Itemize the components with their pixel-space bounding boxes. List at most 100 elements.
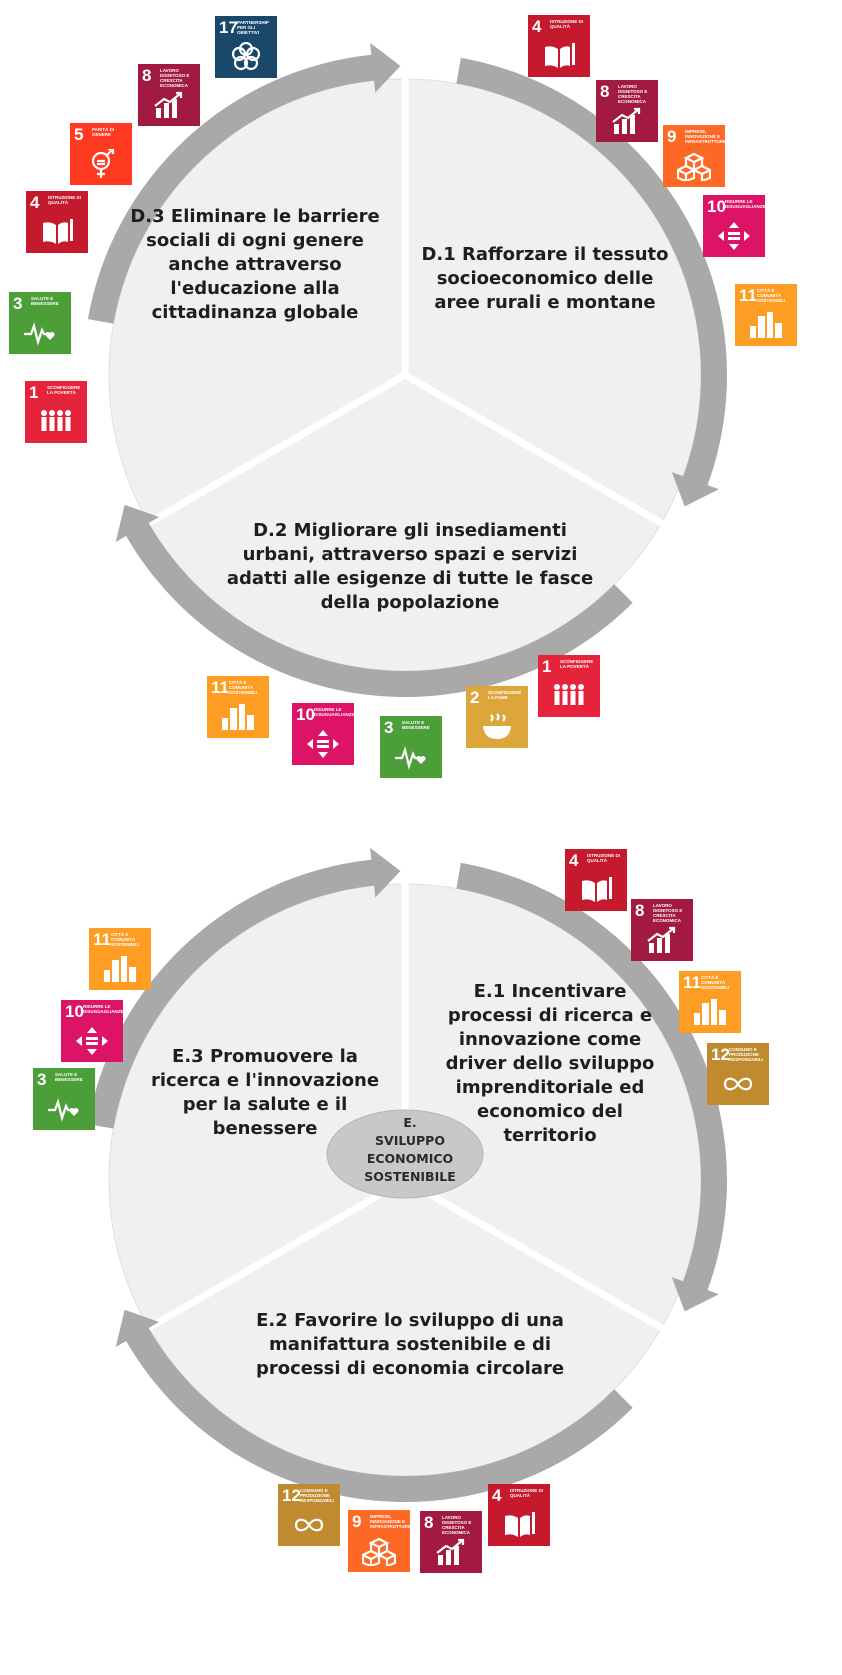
sdg-2-tile: 2Sconfiggere la fame [466,686,528,748]
objective-e2-line: manifattura sostenibile e di [269,1334,551,1355]
family-icon [41,410,71,431]
sdg-11-tile: 11Città e comunità sostenibili [735,284,797,346]
objective-e1-line: economico del [477,1101,623,1122]
bowl-icon [483,713,511,739]
sdg-number: 3 [13,294,23,313]
objective-d3-line: l'educazione alla [170,278,340,299]
objective-d2-line: D.2 Migliorare gli insediamenti [253,520,567,541]
sdg-number: 3 [37,1070,47,1089]
cycle-arrow [456,57,727,507]
sdg-number: 2 [470,688,480,707]
center-ellipse [326,1109,484,1199]
sdg-number: 17 [219,18,238,37]
objective-e1-line: driver dello sviluppo [445,1053,655,1074]
objective-d2-line: adatti alle esigenze di tutte le fasce [226,568,594,589]
cycle-arrow [115,504,633,697]
sdg-4-tile: 4Istruzione di qualità [488,1484,550,1546]
sdg-label: Sconfiggere la povertà [47,385,81,395]
heartbeat-icon [395,746,426,770]
sdg-number: 1 [542,657,552,676]
sdg-number: 8 [600,82,610,101]
diagram-d-rings [87,42,727,697]
sdg-1-tile: 1Sconfiggere la povertà [25,381,87,443]
objective-e2-line: E.2 Favorire lo sviluppo di una [256,1310,564,1331]
sdg-label: Città e comunità sostenibili [229,680,258,695]
objective-d3-line: cittadinanza globale [151,302,359,323]
growth-chart-icon [647,926,676,953]
sdg-label: Sconfiggere la povertà [560,659,594,669]
center-label-line: SOSTENIBILE [364,1169,456,1184]
sdg-11-tile: 11Città e comunità sostenibili [679,971,741,1033]
book-icon [505,1512,535,1537]
sdg-number: 4 [532,17,542,36]
sdg-label: Imprese, innovazione e infrastrutture [685,129,725,144]
sdg-label: Città e comunità sostenibili [111,932,140,947]
sdg-number: 4 [30,193,40,212]
sdg-label: Lavoro dignitoso e crescita economica [653,903,683,923]
sdg-8-tile: 8Lavoro dignitoso e crescita economica [138,64,200,126]
sdg-number: 8 [142,66,152,85]
sdg-label: Ridurre le disuguaglianze [725,199,765,209]
sdg-number: 11 [93,930,111,949]
objective-d2: D.2 Migliorare gli insediamenti urbani, a… [210,519,610,615]
sdg-number: 9 [667,127,677,146]
sdg-label: Consumo e produzione responsabili [300,1488,334,1503]
objective-d3-line: D.3 Eliminare le barriere [130,206,380,227]
city-icon [222,704,254,730]
sdg-3-tile: 3Salute e benessere [380,716,442,778]
objective-e1-line: innovazione come [458,1029,642,1050]
objective-e3-line: ricerca e l'innovazione [150,1070,380,1091]
sdg-number: 11 [683,973,701,992]
sdg-label: Lavoro dignitoso e crescita economica [618,84,648,104]
cubes-icon [677,152,711,181]
sdg-11-tile: 11Città e comunità sostenibili [89,928,151,990]
sdg-label: Ridurre le disuguaglianze [83,1004,123,1014]
cycle-arrow [87,42,401,324]
sdg-8-tile: 8 Lavoro dignitoso e crescita economica [596,80,658,142]
sdg-number: 11 [211,678,229,697]
sdg-4-tile: 4Istruzione di qualità [565,849,627,911]
diagram-e-rings [87,847,727,1502]
sdg-8-tile: 8Lavoro dignitoso e crescita economica [631,899,693,961]
sdg-label: Salute e benessere [55,1072,83,1082]
sdg-11-tile: 11Città e comunità sostenibili [207,676,269,738]
sdg-label: Lavoro dignitoso e crescita economica [442,1515,472,1535]
sdg-4-tile: 4Istruzione di qualità [26,191,88,253]
sdg-number: 3 [384,718,394,737]
sdg-number: 9 [352,1512,362,1531]
objective-e3-line: benessere [212,1118,318,1139]
sdg-label: Città e comunità sostenibili [757,288,786,303]
sdg-label: Partnership per gli obiettivi [237,20,269,35]
family-icon [554,684,584,705]
sdg-label: Imprese, innovazione e infrastrutture [370,1514,410,1529]
objective-e3-line: per la salute e il [182,1094,348,1115]
objective-d3-line: sociali di ogni genere [146,230,364,251]
sdg-label: Parità di genere [92,127,115,137]
sdg-1-tile: 1 Sconfiggere la povertà [538,655,600,717]
equality-icon [76,1027,108,1055]
objective-d3: D.3 Eliminare le barriere sociali di ogni… [130,205,380,325]
sdg-4-tile: 4Istruzione di qualità [528,15,590,77]
objective-e2-line: processi di economia circolare [255,1358,565,1379]
gender-icon [91,149,115,178]
sdg-label: Città e comunità sostenibili [701,975,730,990]
objective-e2: E.2 Favorire lo sviluppo di una manifattu… [210,1309,610,1381]
growth-chart-icon [612,107,641,134]
objective-d1-line: aree rurali e montane [434,292,656,313]
sdg-10-tile: 10Ridurre le disuguaglianze [61,1000,123,1062]
sdg-3-tile: 3 Salute e benessere [33,1068,95,1130]
sdg-number: 12 [711,1045,730,1064]
sdg-number: 10 [707,197,726,216]
sdg-number: 8 [424,1513,434,1532]
infinity-icon [723,1077,753,1091]
equality-icon [307,730,339,758]
sdg-10-tile: 10Ridurre le disuguaglianze [292,703,354,765]
sdg-number: 10 [65,1002,84,1021]
objective-d2-line: urbani, attraverso spazi e servizi [242,544,578,565]
city-icon [694,999,726,1025]
sdg-17-tile: 17Partnership per gli obiettivi [215,16,277,78]
